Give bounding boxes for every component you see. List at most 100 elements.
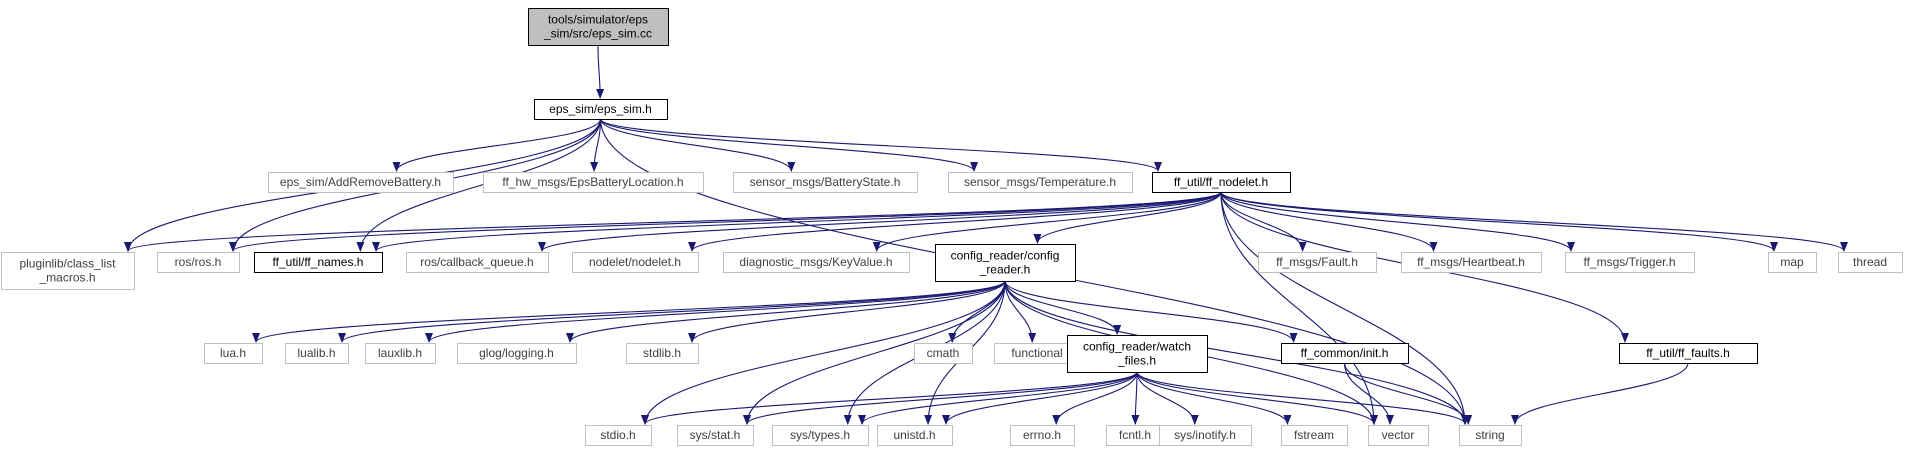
node-label: sys/inotify.h bbox=[1174, 428, 1236, 442]
edge-eps-sim-h-to-ff-names bbox=[356, 118, 602, 252]
edge-layer bbox=[124, 44, 1848, 425]
node-heartbeat-h: ff_msgs/Heartbeat.h bbox=[1401, 252, 1542, 273]
edge-ff-nodelet-to-string bbox=[1220, 191, 1469, 425]
edge-eps-sim-h-to-ff-nodelet bbox=[599, 118, 1162, 172]
node-label: ff_msgs/Heartbeat.h bbox=[1417, 255, 1525, 269]
node-box bbox=[1281, 425, 1348, 446]
edge bbox=[372, 191, 1222, 252]
node-ff-nodelet[interactable]: ff_util/ff_nodelet.h bbox=[1152, 172, 1291, 193]
node-cmath: cmath bbox=[914, 343, 973, 364]
edge-config-reader-to-stdio-h bbox=[641, 280, 1006, 425]
edge bbox=[1136, 371, 1469, 425]
edge-eps-sim-h-to-battery-state bbox=[599, 118, 796, 172]
node-config-reader[interactable]: config_reader/config_reader.h bbox=[935, 244, 1076, 282]
node-label: ff_util/ff_nodelet.h bbox=[1174, 175, 1268, 189]
node-label: tools/simulator/eps bbox=[548, 13, 648, 27]
node-errno-h: errno.h bbox=[1010, 425, 1075, 446]
edge bbox=[590, 118, 602, 172]
node-label: lualib.h bbox=[297, 346, 335, 360]
edge-watch-files-to-unistd-h bbox=[942, 371, 1138, 425]
node-box bbox=[1768, 252, 1817, 273]
node-unistd-h: unistd.h bbox=[877, 425, 953, 446]
edge bbox=[1033, 191, 1222, 244]
node-box bbox=[1368, 425, 1429, 446]
node-box bbox=[406, 252, 549, 273]
node-box bbox=[914, 343, 973, 364]
node-eps-sim-h[interactable]: eps_sim/eps_sim.h bbox=[534, 99, 668, 120]
node-label: sys/types.h bbox=[790, 428, 850, 442]
node-trigger-h: ff_msgs/Trigger.h bbox=[1565, 252, 1695, 273]
edge-eps-sim-h-to-add-remove-battery bbox=[392, 118, 602, 172]
edge-eps-sim-h-to-eps-battery-location bbox=[590, 118, 602, 172]
node-lualib-h: lualib.h bbox=[285, 343, 349, 364]
node-label: fcntl.h bbox=[1119, 428, 1151, 442]
edge-ff-nodelet-to-heartbeat-h bbox=[1220, 191, 1438, 252]
node-add-remove-battery: eps_sim/AddRemoveBattery.h bbox=[268, 172, 454, 193]
node-box bbox=[585, 425, 652, 446]
node-label: errno.h bbox=[1023, 428, 1061, 442]
node-stdlib-h: stdlib.h bbox=[626, 343, 699, 364]
node-box bbox=[772, 425, 869, 446]
edge bbox=[1004, 280, 1469, 425]
node-ros-h: ros/ros.h bbox=[157, 252, 240, 273]
edge-watch-files-to-sys-stat bbox=[743, 371, 1138, 425]
node-label: ff_hw_msgs/EpsBatteryLocation.h bbox=[502, 175, 683, 189]
node-box bbox=[572, 252, 699, 273]
edge bbox=[1220, 191, 1575, 252]
node-label: diagnostic_msgs/KeyValue.h bbox=[739, 255, 892, 269]
edge bbox=[538, 191, 1222, 252]
edge-config-reader-to-functional bbox=[1004, 280, 1037, 343]
edge-config-reader-to-stdlib-h bbox=[688, 280, 1006, 343]
edge bbox=[1220, 191, 1469, 425]
node-label: eps_sim/eps_sim.h bbox=[549, 102, 652, 116]
edge bbox=[425, 280, 1006, 343]
node-label: pluginlib/class_list bbox=[19, 257, 116, 271]
edge bbox=[1052, 371, 1138, 425]
node-label: _files.h bbox=[1117, 354, 1156, 368]
edge bbox=[1220, 191, 1848, 252]
node-label: _reader.h bbox=[979, 263, 1031, 277]
node-box bbox=[1067, 335, 1208, 373]
edge bbox=[1343, 362, 1394, 425]
edge bbox=[599, 118, 978, 172]
edge bbox=[1131, 371, 1140, 425]
edge bbox=[229, 191, 1222, 252]
node-eps-battery-location: ff_hw_msgs/EpsBatteryLocation.h bbox=[483, 172, 704, 193]
edge bbox=[1136, 371, 1378, 425]
edge bbox=[1220, 191, 1378, 425]
edge-eps-sim-h-to-temperature bbox=[599, 118, 978, 172]
node-eps-sim-cc[interactable]: tools/simulator/eps_sim/src/eps_sim.cc bbox=[528, 8, 669, 46]
edge bbox=[392, 118, 602, 172]
node-functional: functional bbox=[994, 343, 1081, 364]
node-temperature: sensor_msgs/Temperature.h bbox=[948, 172, 1133, 193]
edge bbox=[1004, 280, 1122, 335]
node-label: ff_msgs/Trigger.h bbox=[1583, 255, 1675, 269]
edge-config-reader-to-lauxlib-h bbox=[425, 280, 1006, 343]
edge-ff-nodelet-to-ros-h bbox=[229, 191, 1222, 252]
edge bbox=[948, 280, 1006, 343]
node-sys-stat: sys/stat.h bbox=[677, 425, 754, 446]
node-vector: vector bbox=[1368, 425, 1429, 446]
edge bbox=[599, 118, 1162, 172]
edge-ff-nodelet-to-key-value bbox=[872, 191, 1222, 252]
node-box bbox=[1459, 425, 1522, 446]
edge bbox=[1220, 191, 1778, 252]
node-class-list-macros: pluginlib/class_list_macros.h bbox=[1, 252, 135, 290]
edge-config-reader-to-ff-common-init bbox=[1004, 280, 1298, 343]
node-ff-names[interactable]: ff_util/ff_names.h bbox=[254, 252, 383, 273]
node-label: fstream bbox=[1294, 428, 1334, 442]
node-box bbox=[254, 252, 383, 273]
edge bbox=[1220, 191, 1307, 252]
node-watch-files[interactable]: config_reader/watch_files.h bbox=[1067, 335, 1208, 373]
node-glog-logging: glog/logging.h bbox=[457, 343, 577, 364]
edge-config-reader-to-lua-h bbox=[252, 280, 1006, 343]
node-ff-common-init[interactable]: ff_common/init.h bbox=[1281, 343, 1409, 364]
edge-ff-common-init-to-string bbox=[1343, 362, 1473, 425]
node-box bbox=[1565, 252, 1695, 273]
node-fstream: fstream bbox=[1281, 425, 1348, 446]
edge bbox=[858, 371, 1138, 425]
node-ff-faults[interactable]: ff_util/ff_faults.h bbox=[1619, 343, 1758, 364]
edge bbox=[599, 118, 796, 172]
node-lua-h: lua.h bbox=[204, 343, 263, 364]
